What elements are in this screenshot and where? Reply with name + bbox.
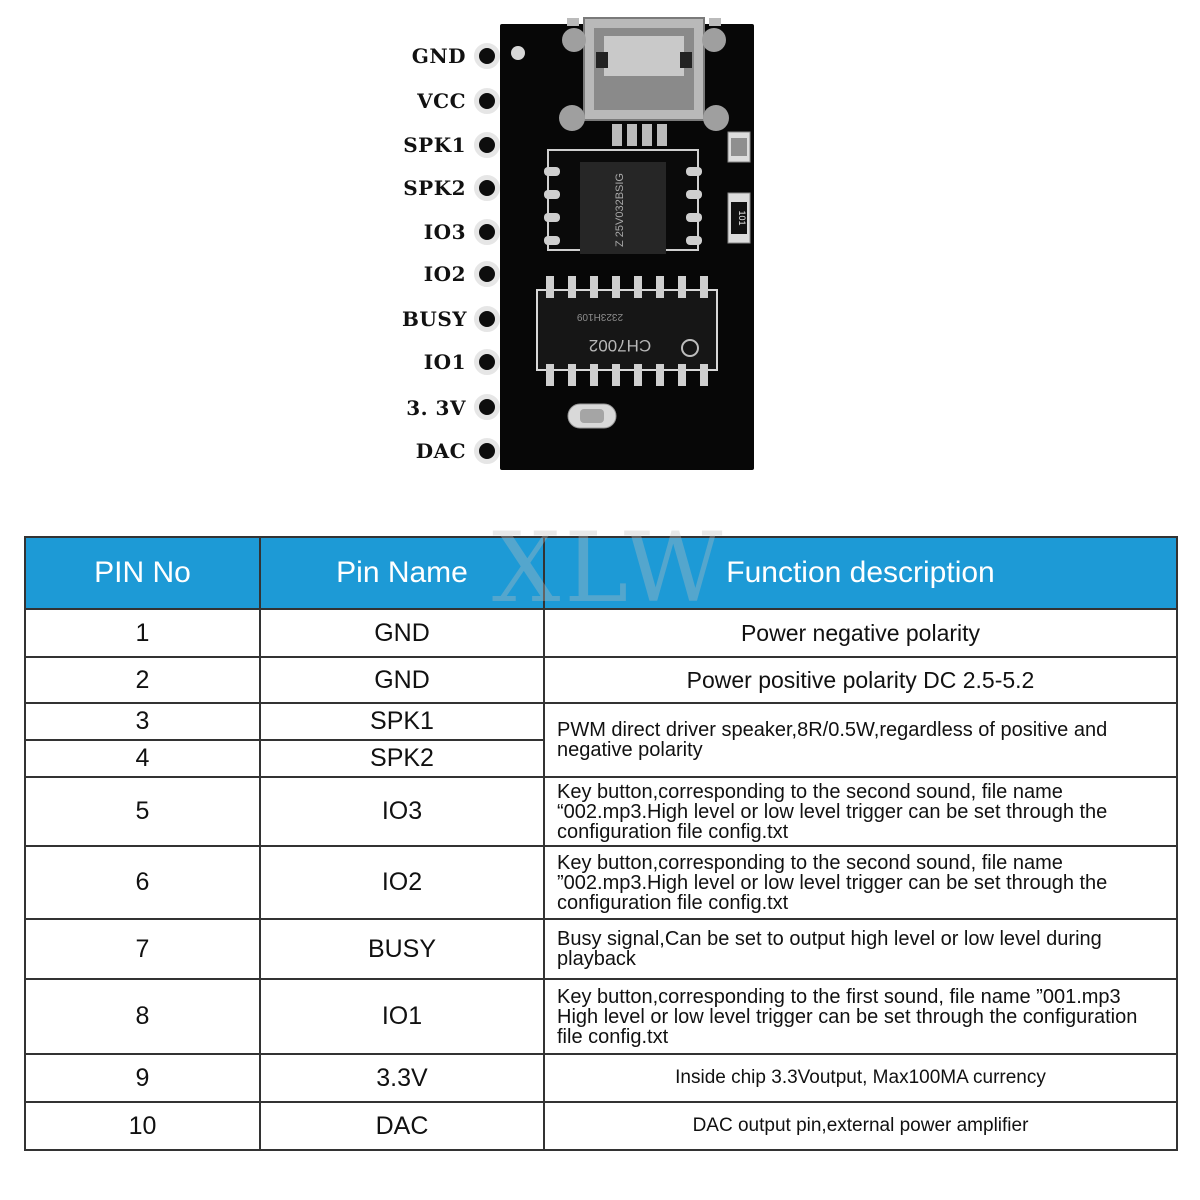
- function-line: playback: [557, 948, 636, 970]
- audio-chip-icon: [536, 276, 718, 386]
- pin-name-cell: IO3: [259, 776, 545, 847]
- pcb-components: 101 Z 25V032BSIG: [536, 17, 751, 429]
- board-pin-label-vcc: VCC: [417, 89, 466, 113]
- function-line: Busy signal,Can be set to output high le…: [557, 928, 1102, 950]
- table-row: 3 SPK1 PWM direct driver speaker,8R/0.5W…: [24, 702, 1178, 778]
- board-pin-label-spk2: SPK2: [403, 176, 466, 200]
- function-cell: Key button,corresponding to the first so…: [543, 978, 1178, 1055]
- chip-sub-marking: 2323H109: [576, 311, 623, 322]
- function-line: configuration file config.txt: [557, 820, 789, 843]
- flash-chip-icon: [544, 149, 702, 254]
- table-row: 9 3.3V Inside chip 3.3Voutput, Max100MA …: [24, 1053, 1178, 1103]
- function-cell: Busy signal,Can be set to output high le…: [543, 918, 1178, 980]
- pin-no-cell: 6: [24, 845, 261, 920]
- header-pin-no: PIN No: [24, 536, 261, 610]
- function-line: ”002.mp3.High level or low level trigger…: [557, 871, 1108, 894]
- pin1-marker-icon: [511, 46, 525, 60]
- pin-name-cell: DAC: [259, 1101, 545, 1151]
- smd-capacitor-icon: [727, 131, 751, 163]
- function-line: High level or low level trigger can be s…: [557, 1005, 1138, 1028]
- pin-hole-icon: [474, 438, 500, 464]
- board-pin-label-dac: DAC: [415, 439, 466, 463]
- pin-no-cell: 1: [24, 608, 261, 658]
- board-pin-label-spk1: SPK1: [403, 133, 466, 157]
- pin-no-cell: 3: [24, 702, 261, 741]
- table-row: 10 DAC DAC output pin,external power amp…: [24, 1101, 1178, 1151]
- pin-no-cell: 9: [24, 1053, 261, 1103]
- module-board-photo: GND VCC SPK1 SPK2 IO3 IO2 BUSY IO1 3. 3V…: [0, 0, 1200, 480]
- pin-name-cell: SPK1: [259, 702, 545, 741]
- pin-name-cell: GND: [259, 608, 545, 658]
- board-pin-label-busy: BUSY: [402, 307, 468, 331]
- function-line: Key button,corresponding to the first so…: [557, 985, 1121, 1008]
- pin-name-cell: 3.3V: [259, 1053, 545, 1103]
- function-line: PWM direct driver speaker,8R/0.5W,regard…: [557, 719, 1108, 741]
- board-pin-label-io1: IO1: [423, 350, 466, 374]
- smd-crystal-icon: [567, 403, 617, 429]
- table-row: 2 GND Power positive polarity DC 2.5-5.2: [24, 656, 1178, 704]
- function-cell: PWM direct driver speaker,8R/0.5W,regard…: [543, 702, 1178, 778]
- pin-name-cell: GND: [259, 656, 545, 704]
- function-cell: Inside chip 3.3Voutput, Max100MA currenc…: [543, 1053, 1178, 1103]
- pin-hole-icon: [474, 88, 500, 114]
- pin-no-cell: 7: [24, 918, 261, 980]
- resistor-marking: 101: [737, 210, 747, 225]
- pin-hole-icon: [474, 132, 500, 158]
- function-cell: Key button,corresponding to the second s…: [543, 776, 1178, 847]
- pin-function-table: PIN No Pin Name Function description 1 G…: [24, 536, 1178, 1151]
- board-pin-label-3v3: 3. 3V: [406, 396, 466, 420]
- function-line: file config.txt: [557, 1025, 669, 1048]
- header-pin-name: Pin Name: [259, 536, 545, 610]
- pin-name-cell: IO1: [259, 978, 545, 1055]
- table-row: 8 IO1 Key button,corresponding to the fi…: [24, 978, 1178, 1055]
- pin-hole-icon: [474, 261, 500, 287]
- pin-name-cell: SPK2: [259, 739, 545, 778]
- function-line: Key button,corresponding to the second s…: [557, 780, 1063, 803]
- pin-no-cell: 5: [24, 776, 261, 847]
- header-function-description: Function description: [543, 536, 1178, 610]
- function-cell: DAC output pin,external power amplifier: [543, 1101, 1178, 1151]
- table-row: 5 IO3 Key button,corresponding to the se…: [24, 776, 1178, 847]
- function-cell: Key button,corresponding to the second s…: [543, 845, 1178, 920]
- board-pin-label-gnd: GND: [411, 44, 466, 68]
- pin-hole-icon: [474, 394, 500, 420]
- board-pin-label-io3: IO3: [423, 220, 466, 244]
- pin-hole-icon: [474, 43, 500, 69]
- table-header-row: PIN No Pin Name Function description: [24, 536, 1178, 610]
- pin-no-cell: 2: [24, 656, 261, 704]
- pin-hole-icon: [474, 349, 500, 375]
- pin-hole-icon: [474, 175, 500, 201]
- board-pin-label-io2: IO2: [423, 262, 466, 286]
- function-line: negative polarity: [557, 739, 703, 761]
- smd-resistor-icon: [727, 192, 751, 244]
- pin-hole-icon: [474, 306, 500, 332]
- pin-no-cell: 4: [24, 739, 261, 778]
- flash-marking: Z 25V032BSIG: [614, 173, 626, 247]
- pin-no-cell: 8: [24, 978, 261, 1055]
- table-row: 7 BUSY Busy signal,Can be set to output …: [24, 918, 1178, 980]
- usb-connector-icon: [559, 17, 729, 146]
- pin-hole-icon: [474, 219, 500, 245]
- pin-name-cell: BUSY: [259, 918, 545, 980]
- function-line: Key button,corresponding to the second s…: [557, 851, 1063, 874]
- pin-no-cell: 10: [24, 1101, 261, 1151]
- chip-marking: CH7002: [589, 336, 651, 355]
- function-line: configuration file config.txt: [557, 891, 789, 914]
- pin-name-cell: IO2: [259, 845, 545, 920]
- function-cell: Power positive polarity DC 2.5-5.2: [543, 656, 1178, 704]
- function-line: “002.mp3.High level or low level trigger…: [557, 800, 1108, 823]
- table-row: 4 SPK2: [24, 739, 1177, 778]
- table-row: 1 GND Power negative polarity: [24, 608, 1178, 658]
- function-cell: Power negative polarity: [543, 608, 1178, 658]
- table-row: 6 IO2 Key button,corresponding to the se…: [24, 845, 1178, 920]
